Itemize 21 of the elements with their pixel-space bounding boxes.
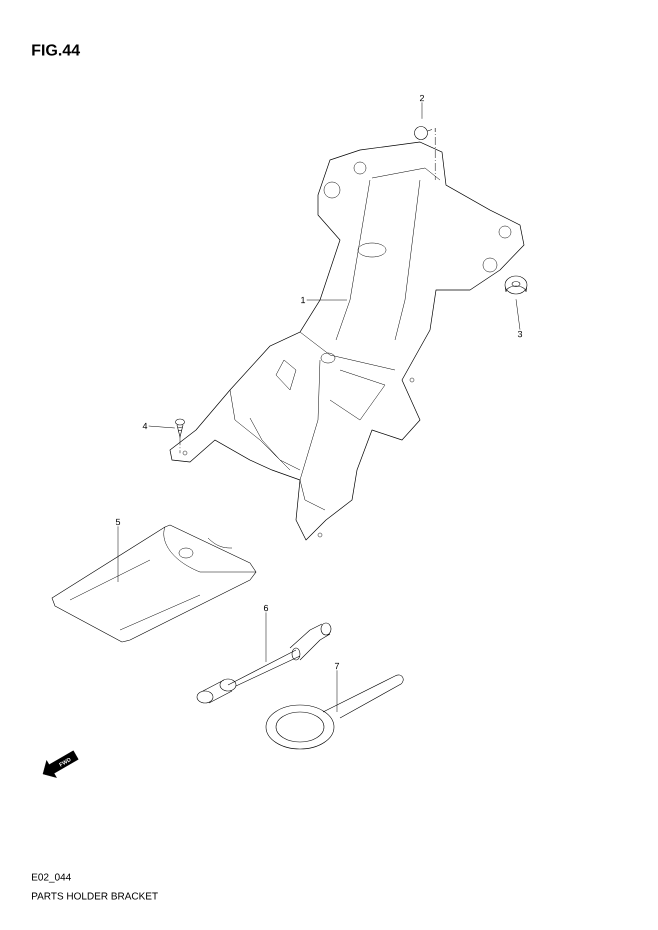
- figure-title: FIG.44: [32, 44, 80, 56]
- callout-number: 1: [301, 296, 306, 304]
- callout-number: 2: [420, 94, 424, 102]
- callout-number: 3: [518, 330, 522, 338]
- pouch-drawing: [52, 524, 256, 642]
- leader-line: [516, 298, 520, 330]
- figure-caption: PARTS HOLDER BRACKET: [32, 892, 158, 900]
- screw-drawing: [175, 418, 185, 438]
- callout-number: 4: [142, 422, 148, 430]
- callout-number: 5: [116, 518, 120, 526]
- grommet-drawing: [504, 276, 528, 294]
- leader-line: [148, 426, 176, 428]
- callout-number: 7: [334, 662, 340, 670]
- drawing-code: E02_044: [32, 874, 71, 882]
- bolt-drawing: [414, 126, 432, 140]
- callout-number: 6: [264, 604, 268, 612]
- bracket-drawing: [170, 142, 524, 540]
- spanner-drawing: [266, 674, 404, 750]
- install-line: [434, 128, 436, 180]
- leader-line: [336, 670, 338, 712]
- socket-wrench-drawing: [196, 622, 332, 704]
